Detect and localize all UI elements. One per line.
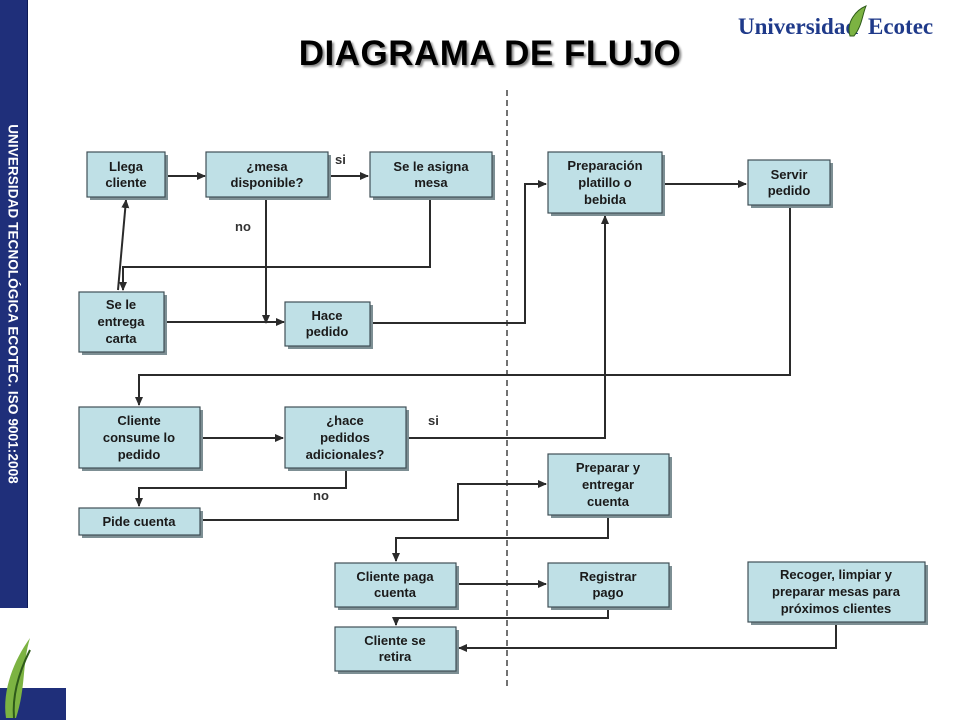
edge-registrar-to-retira	[392, 606, 609, 626]
corner-leaf-logo	[0, 638, 66, 720]
sidebar-band: UNIVERSIDAD TECNOLÓGICA ECOTEC. ISO 9001…	[0, 0, 28, 608]
edge-asigna-to-carta	[119, 198, 431, 291]
page-title: DIAGRAMA DE FLUJO	[298, 34, 682, 73]
edge-pide-to-preparar	[201, 480, 547, 521]
edge-hace-to-preparacion	[371, 180, 547, 324]
edge-adicionales-si-to-preparacion	[407, 215, 609, 439]
edges	[117, 172, 837, 652]
edge-label-no-adicionales: no	[313, 488, 329, 503]
logo-text-universidad: Universidad	[738, 14, 858, 39]
edge-label-no-mesa: no	[235, 219, 251, 234]
edge-adicionales-no-to-pide	[135, 469, 347, 507]
edge-preparar-to-paga	[392, 516, 609, 562]
edge-recoger-to-retira	[458, 623, 837, 652]
edge-label-si-adicionales: si	[428, 413, 439, 428]
node-pide-cuenta: Pide cuenta	[78, 507, 203, 538]
logo-leaf-icon	[848, 5, 867, 37]
corner-leaf-icon	[5, 638, 30, 718]
svg-text:Pide cuenta: Pide cuenta	[103, 514, 177, 529]
edge-servir-to-consume	[135, 207, 791, 406]
edge-label-si-mesa: si	[335, 152, 346, 167]
edge-carta-back-to-llega	[117, 199, 130, 291]
university-logo: Universidad Ecotec	[738, 5, 933, 39]
logo-text-ecotec: Ecotec	[868, 14, 933, 39]
